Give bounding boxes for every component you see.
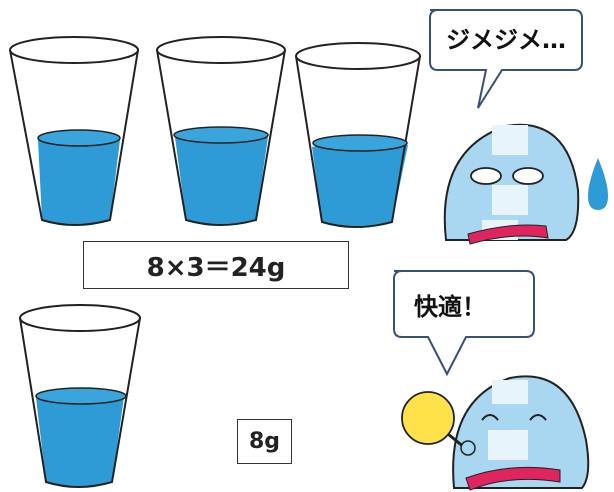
speech-bubble-humid: [429, 9, 583, 109]
equation-label: 8×3＝24g: [83, 241, 349, 289]
speech-bubble-comfortable: [393, 270, 535, 377]
single-cup-label: 8g: [237, 419, 292, 464]
sweat-drop-icon: [588, 158, 608, 210]
character-humid: [443, 123, 608, 245]
water-cup-single: [19, 304, 141, 488]
character-comfortable: [401, 375, 590, 491]
water-cup-1: [9, 36, 139, 226]
water-cup-2: [156, 36, 286, 226]
speech-humid-text: ジメジメ…: [446, 26, 566, 54]
water-cup-3: [295, 42, 421, 228]
fan-icon: [401, 391, 476, 456]
speech-comfortable-text: 快適！: [414, 293, 486, 321]
